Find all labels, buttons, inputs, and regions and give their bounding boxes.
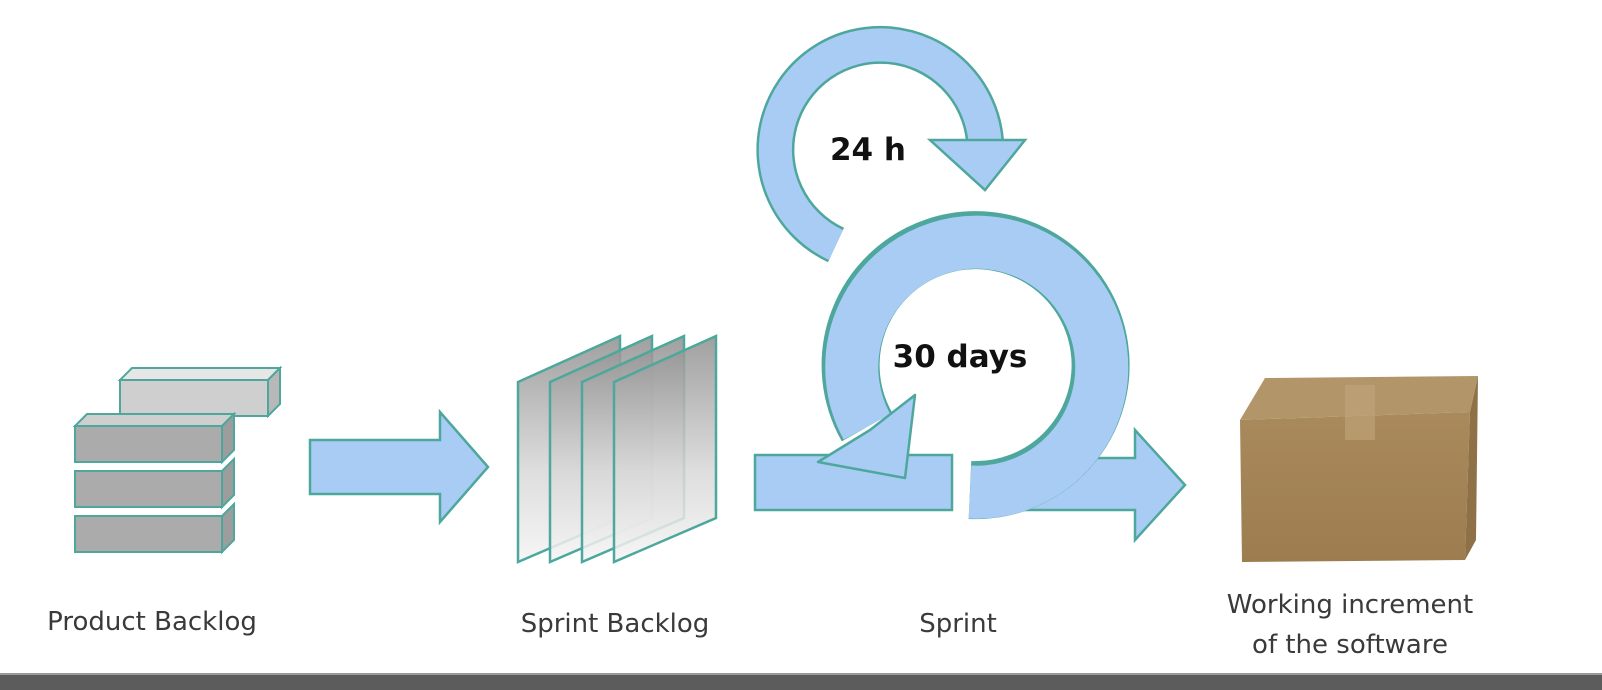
bottom-bar (0, 673, 1602, 690)
working-increment-label-line1: Working increment (1227, 590, 1473, 620)
product-backlog-label: Product Backlog (47, 607, 257, 637)
block-1 (72, 411, 237, 465)
arrow-right-icon (308, 408, 490, 526)
block-top (117, 365, 283, 419)
stacked-blocks-icon (72, 365, 283, 555)
working-increment-label-line2: of the software (1252, 630, 1448, 660)
cardboard-box-icon (1240, 376, 1478, 562)
daily-cycle-arrow-icon (756, 25, 1028, 263)
daily-cycle-label: 24 h (830, 132, 906, 168)
sprint-label: Sprint (919, 609, 997, 639)
sprint-cycle-arrow-icon (816, 211, 1130, 520)
sprint-backlog-label: Sprint Backlog (521, 609, 710, 639)
block-3 (74, 501, 235, 555)
stacked-sheets-icon (516, 334, 718, 564)
sprint-cycle-label: 30 days (893, 339, 1028, 375)
block-2 (74, 456, 235, 510)
